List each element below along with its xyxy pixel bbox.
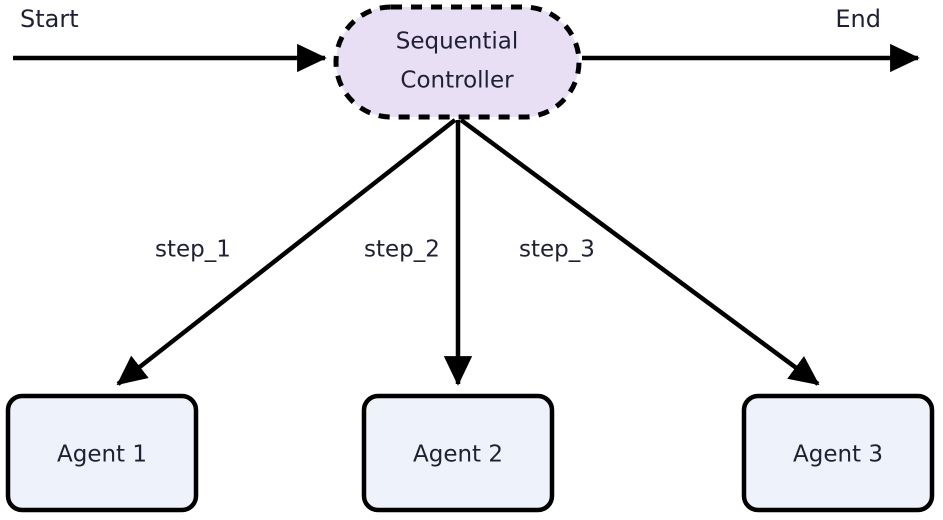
agent-3-label: Agent 3 bbox=[793, 442, 883, 468]
edge-step-3-line bbox=[459, 118, 820, 386]
end-label: End bbox=[835, 5, 881, 33]
node-agent-2[interactable]: Agent 2 bbox=[361, 393, 555, 513]
controller-shape bbox=[333, 4, 582, 120]
controller-label-line1: Sequential bbox=[396, 29, 519, 55]
node-agent-1[interactable]: Agent 1 bbox=[5, 393, 199, 513]
edge-step-1-label: step_1 bbox=[155, 237, 231, 263]
start-label: Start bbox=[20, 5, 79, 33]
edge-step-1 bbox=[116, 118, 457, 386]
controller-label-line2: Controller bbox=[400, 68, 514, 94]
agent-3-shape bbox=[741, 393, 935, 513]
node-agent-3[interactable]: Agent 3 bbox=[741, 393, 935, 513]
edge-step-3 bbox=[459, 118, 820, 386]
agent-1-label: Agent 1 bbox=[57, 442, 147, 468]
agent-2-label: Agent 2 bbox=[413, 442, 503, 468]
edge-step-3-label: step_3 bbox=[519, 237, 595, 263]
node-sequential-controller[interactable]: Sequential Controller bbox=[333, 4, 582, 120]
edge-step-1-line bbox=[116, 118, 457, 386]
agent-1-shape bbox=[5, 393, 199, 513]
edge-step-2-label: step_2 bbox=[364, 237, 440, 263]
agent-2-shape bbox=[361, 393, 555, 513]
